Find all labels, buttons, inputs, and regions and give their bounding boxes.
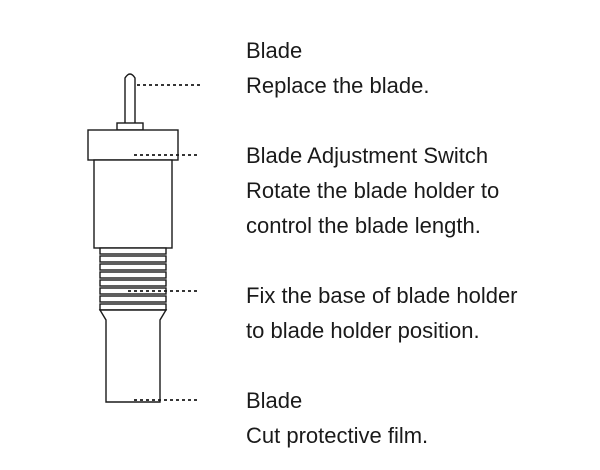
adjustment-cap [87,129,179,161]
callout-line: to blade holder position. [246,318,480,343]
blade-holder-illustration [87,73,179,403]
callout-title: Blade [246,38,303,63]
callout-adjustment-switch: Blade Adjustment Switch Rotate the blade… [246,138,499,243]
lower-shaft [98,309,168,403]
callout-line: Cut protective film. [246,423,429,448]
holder-body [93,159,173,249]
callout-title: Blade [246,388,303,413]
callout-line: Fix the base of blade holder [246,283,518,308]
blade-tip [124,73,136,125]
callout-blade-replace: Blade Replace the blade. [246,33,429,103]
callout-line: Rotate the blade holder to [246,178,500,203]
callout-line: control the blade length. [246,213,481,238]
callout-fix-base: Fix the base of blade holder to blade ho… [246,278,518,348]
leader-lines [128,84,200,401]
callout-line: Replace the blade. [246,73,430,98]
callout-blade-cut: Blade Cut protective film. [246,383,428,453]
callout-title: Blade Adjustment Switch [246,143,489,168]
ribbed-grip [99,247,167,311]
tip-collar [116,122,144,131]
